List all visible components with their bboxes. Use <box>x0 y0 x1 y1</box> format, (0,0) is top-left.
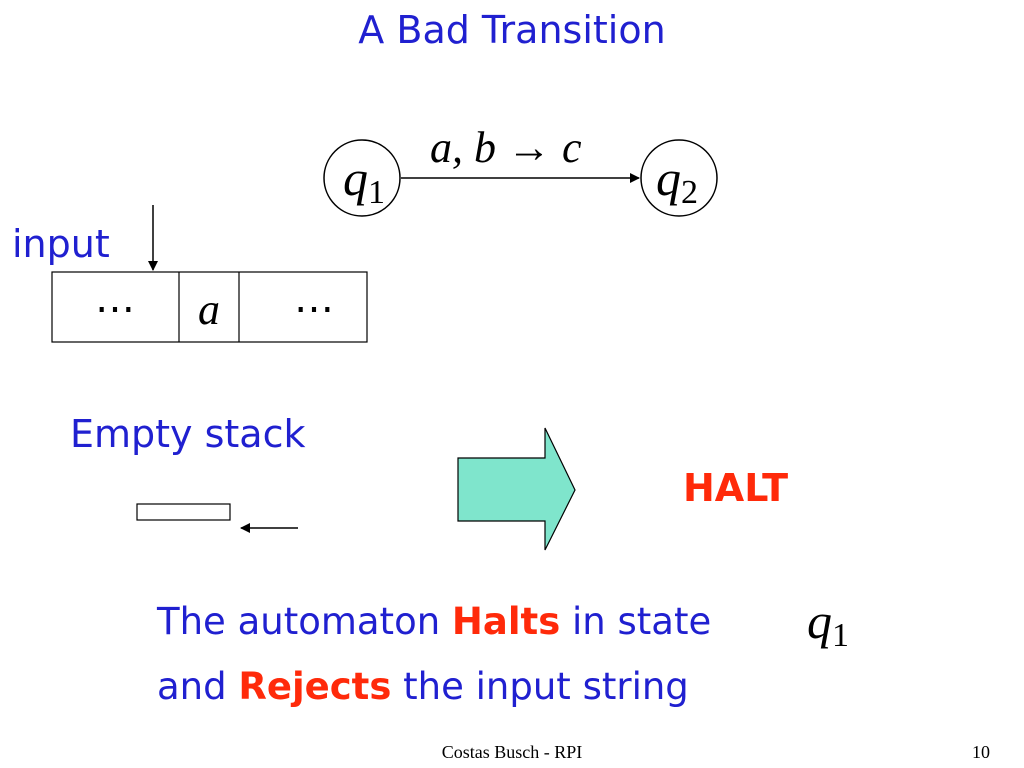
tape-cell: a <box>198 285 220 334</box>
message-text: in state <box>560 600 712 643</box>
message-text: the input string <box>391 665 689 708</box>
tape-frame <box>51 271 368 343</box>
state-q2-label: q2 <box>656 150 698 211</box>
slide-title: A Bad Transition <box>358 8 666 52</box>
result-block-arrow <box>457 427 576 551</box>
state-q1-circle <box>323 139 401 217</box>
halts-emphasis: Halts <box>451 600 561 643</box>
halting-state-sub: 1 <box>832 617 849 654</box>
message-line-2: and Rejects the input string <box>157 665 689 708</box>
empty-stack-label: Empty stack <box>70 412 306 456</box>
slide-footer: Costas Busch - RPI <box>441 742 583 762</box>
message-text: and <box>157 665 239 708</box>
message-text: The automaton <box>157 600 452 643</box>
tape-cell: ⋯ <box>294 286 334 331</box>
rejects-emphasis: Rejects <box>238 665 392 708</box>
empty-stack-box <box>136 503 231 521</box>
halting-state: q1 <box>807 592 849 655</box>
input-tape: ⋯ a ⋯ <box>51 271 368 343</box>
tape-cell: ⋯ <box>95 286 135 331</box>
halting-state-var: q <box>807 593 832 649</box>
transition-label: a, b → c <box>430 123 582 172</box>
page-number: 10 <box>972 742 990 762</box>
state-q2-circle <box>640 139 718 217</box>
state-q1: q1 <box>323 139 401 217</box>
message-line-1: The automaton Halts in state <box>157 600 711 643</box>
input-label: input <box>12 222 110 266</box>
halt-label: HALT <box>683 466 789 510</box>
state-q1-label: q1 <box>343 150 385 211</box>
state-q2: q2 <box>640 139 718 217</box>
